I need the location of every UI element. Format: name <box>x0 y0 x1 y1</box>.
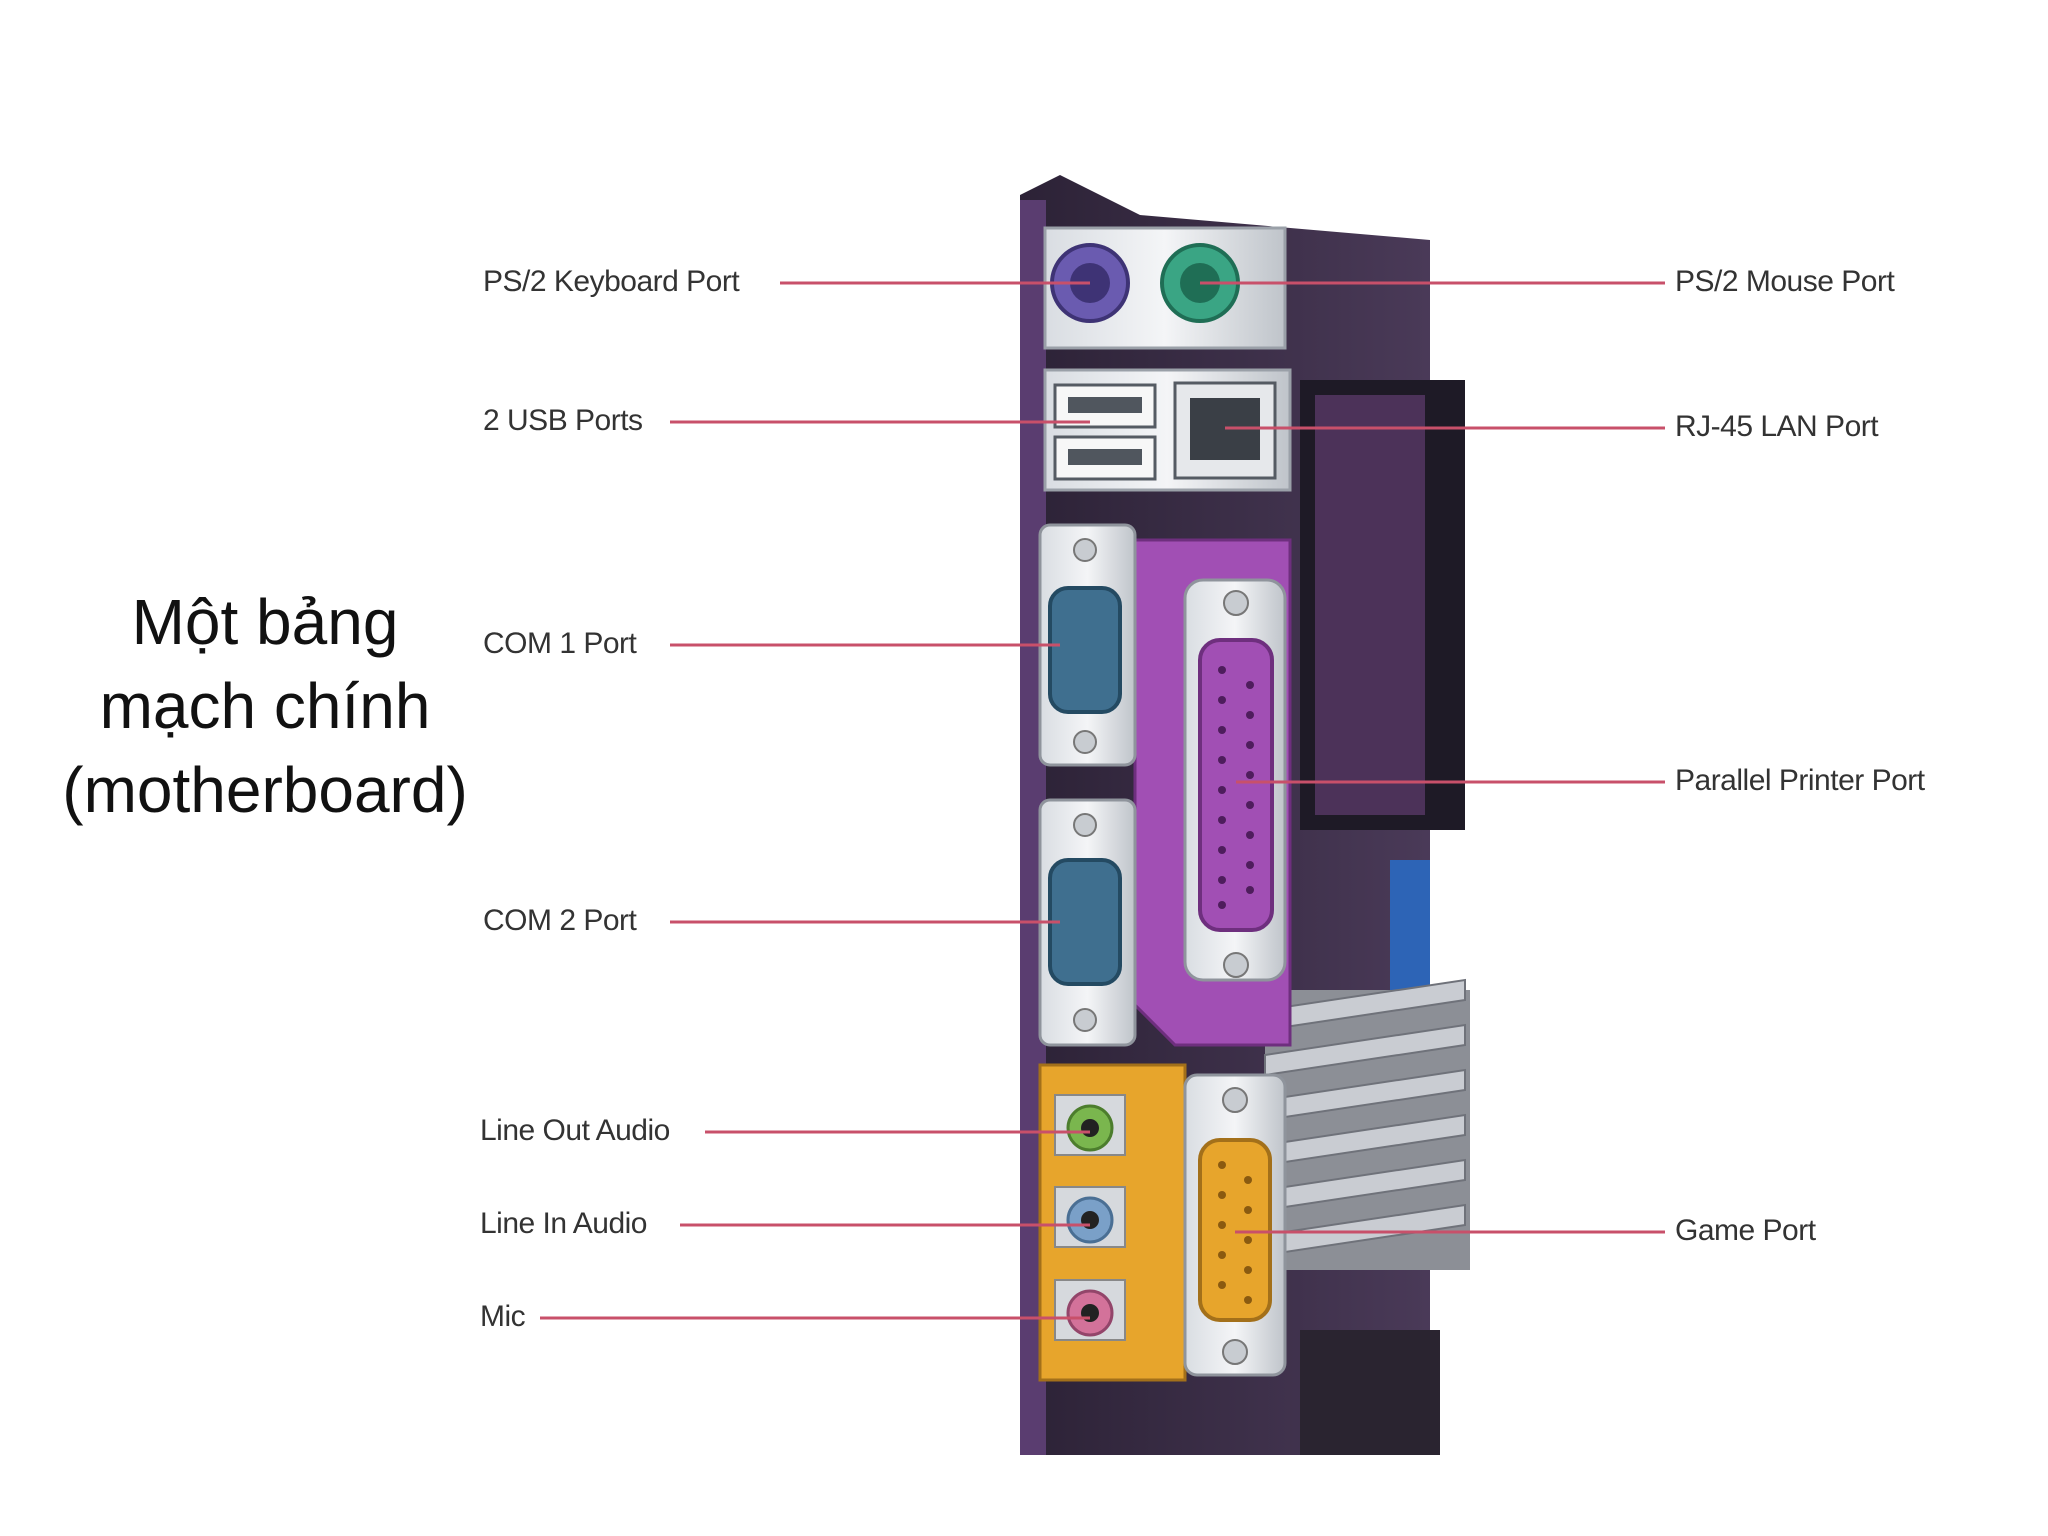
slide-title: Một bảng mạch chính (motherboard) <box>30 580 500 832</box>
com1-connector-icon <box>1038 523 1137 767</box>
ps2-block <box>1043 226 1287 350</box>
label-parallel-printer-port: Parallel Printer Port <box>1675 764 1925 797</box>
mic-jack-icon <box>1054 1279 1126 1341</box>
label-ps2-keyboard-port: PS/2 Keyboard Port <box>483 265 740 298</box>
game-port-connector-icon <box>1183 1073 1287 1377</box>
label-line-in-audio: Line In Audio <box>480 1207 647 1240</box>
label-game-port: Game Port <box>1675 1214 1816 1247</box>
rj45-lan-port-icon <box>1173 381 1277 480</box>
label-usb-ports: 2 USB Ports <box>483 404 643 437</box>
usb-lan-block <box>1043 368 1292 492</box>
label-mic: Mic <box>480 1300 526 1333</box>
line-in-jack-icon <box>1054 1186 1126 1248</box>
audio-block <box>1038 1063 1187 1382</box>
label-rj45-lan-port: RJ-45 LAN Port <box>1675 410 1879 443</box>
label-com2-port: COM 2 Port <box>483 904 637 937</box>
heatsink <box>1264 978 1470 1270</box>
parallel-printer-connector-icon <box>1198 590 1274 978</box>
label-com1-port: COM 1 Port <box>483 627 637 660</box>
slide-title-line2: mạch chính <box>99 670 431 742</box>
leader-lines <box>540 281 1665 1320</box>
slide-title-line1: Một bảng <box>131 586 399 658</box>
slide-title-line3: (motherboard) <box>62 754 468 826</box>
line-out-jack-icon <box>1054 1094 1126 1156</box>
label-ps2-mouse-port: PS/2 Mouse Port <box>1675 265 1895 298</box>
usb-port-icon <box>1053 383 1157 481</box>
label-line-out-audio: Line Out Audio <box>480 1114 670 1147</box>
